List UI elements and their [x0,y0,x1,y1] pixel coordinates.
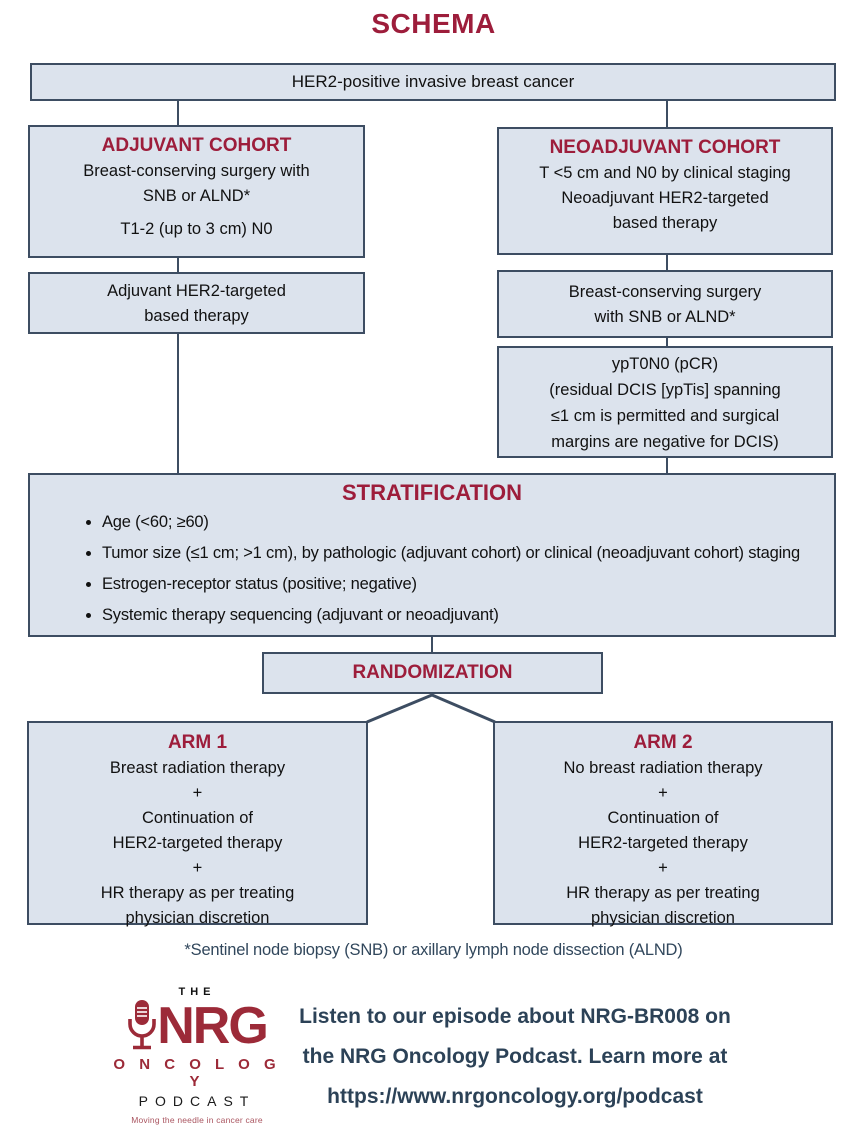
pcr-line: ≤1 cm is permitted and surgical [550,407,780,425]
neoadjuvant-cohort-line: T <5 cm and N0 by clinical staging [539,164,791,182]
arm2-title: ARM 2 [633,732,693,753]
arm1-line: physician discretion [125,909,270,927]
arm2-line: physician discretion [591,909,735,927]
adjuvant-therapy-line: based therapy [144,307,249,325]
logo-nrg-label: NRG [157,997,269,1055]
logo-podcast-label: PODCAST [138,1093,256,1109]
pcr-line: margins are negative for DCIS) [551,433,779,451]
logo-the-label: THE [178,986,216,998]
connector-bcs-to-pcr [666,337,668,347]
adjuvant-cohort-line: T1-2 (up to 3 cm) N0 [120,220,273,238]
her2-positive-label: HER2-positive invasive breast cancer [291,72,575,91]
stratification-bullet: Estrogen-receptor status (positive; nega… [102,573,804,595]
stratification-bullet: Systemic therapy sequencing (adjuvant or… [102,604,804,626]
footnote: *Sentinel node biopsy (SNB) or axillary … [184,941,683,959]
microphone-icon [128,1000,157,1050]
arm2-line: + [658,784,668,802]
arm2-line: HER2-targeted therapy [578,834,748,852]
arm2-line: + [658,859,668,877]
breast-conserving-surgery-box: Breast-conserving surgery with SNB or AL… [497,270,833,338]
stratification-title: STRATIFICATION [341,480,523,505]
connector-her2-to-neoadjuvant [666,100,668,128]
neoadjuvant-cohort-line: based therapy [612,214,718,232]
promo-line: Listen to our episode about NRG-BR008 on [299,1005,731,1028]
arm1-line: + [192,859,203,877]
adjuvant-cohort-line: Breast-conserving surgery with [83,162,310,180]
connector-pcr-to-stratification [666,457,668,474]
arm1-box: ARM 1 Breast radiation therapy + Continu… [27,721,368,927]
arm1-line: HER2-targeted therapy [112,834,283,852]
adjuvant-therapy-box: Adjuvant HER2-targeted based therapy [28,272,365,334]
connector-adjuvant-to-therapy [177,257,179,273]
stratification-bullet: Tumor size (≤1 cm; >1 cm), by pathologic… [102,542,804,564]
adjuvant-cohort-line: SNB or ALND* [142,187,251,205]
arm1-line: Breast radiation therapy [109,759,286,777]
her2-positive-box: HER2-positive invasive breast cancer [30,63,836,101]
connector-neoadjuvant-to-bcs [666,254,668,271]
pcr-line: (residual DCIS [ypTis] spanning [549,381,781,399]
connector-therapy-to-stratification [177,333,179,474]
arm1-line: Continuation of [142,809,253,827]
promo-url: https://www.nrgoncology.org/podcast [327,1085,703,1108]
neoadjuvant-cohort-line: Neoadjuvant HER2-targeted [561,189,769,207]
bcs-line: with SNB or ALND* [594,308,736,326]
connector-stratification-to-randomization [431,636,433,653]
stratification-box: STRATIFICATION Age (<60; ≥60) Tumor size… [28,473,836,637]
page-title: SCHEMA [371,8,496,39]
arm2-line: Continuation of [607,809,719,827]
connector-her2-to-adjuvant [177,100,179,126]
adjuvant-therapy-line: Adjuvant HER2-targeted [107,282,286,300]
neoadjuvant-cohort-box: NEOADJUVANT COHORT T <5 cm and N0 by cli… [497,127,833,255]
arm1-title: ARM 1 [167,732,228,753]
arm1-line: + [192,784,203,802]
podcast-promo-text: Listen to our episode about NRG-BR008 on… [285,997,745,1117]
neoadjuvant-cohort-title: NEOADJUVANT COHORT [549,137,781,158]
arm2-box: ARM 2 No breast radiation therapy + Cont… [493,721,833,927]
arm2-line: No breast radiation therapy [563,759,763,777]
arm1-line: HR therapy as per treating [100,884,295,902]
nrg-oncology-podcast-logo: THE NRG O N C O L O G Y PODCAST Moving t… [108,986,286,1125]
randomization-title: RANDOMIZATION [352,662,513,683]
arm2-line: HR therapy as per treating [566,884,760,902]
pcr-box: ypT0N0 (pCR) (residual DCIS [ypTis] span… [497,346,833,458]
bcs-line: Breast-conserving surgery [568,283,762,301]
adjuvant-cohort-box: ADJUVANT COHORT Breast-conserving surger… [28,125,365,258]
randomization-box: RANDOMIZATION [262,652,603,694]
promo-line: the NRG Oncology Podcast. Learn more at [302,1045,728,1068]
adjuvant-cohort-title: ADJUVANT COHORT [101,135,292,156]
stratification-list: Age (<60; ≥60) Tumor size (≤1 cm; >1 cm)… [30,511,834,626]
stratification-bullet: Age (<60; ≥60) [102,511,804,533]
logo-oncology-label: O N C O L O G Y [113,1056,281,1090]
pcr-line: ypT0N0 (pCR) [611,355,719,373]
logo-tagline: Moving the needle in cancer care [131,1115,263,1125]
